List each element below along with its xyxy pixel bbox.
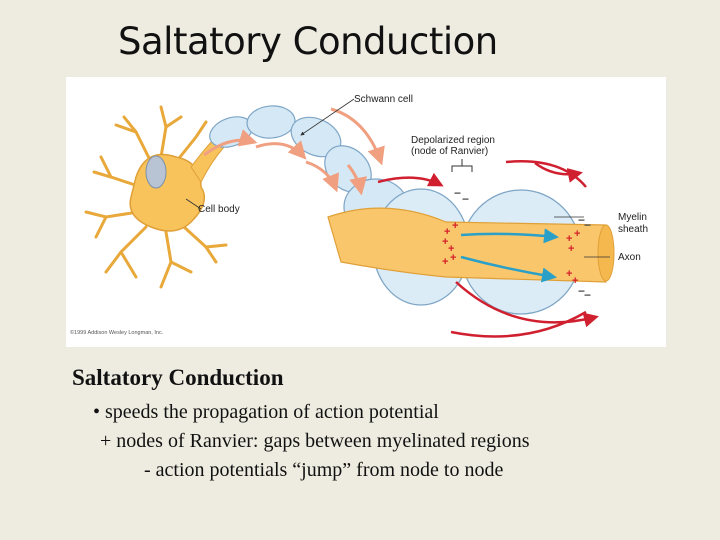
depolarized-bracket xyxy=(451,165,473,172)
svg-text:+: + xyxy=(566,268,572,280)
nucleus xyxy=(145,155,167,189)
axon-end xyxy=(597,224,615,282)
label-axon: Axon xyxy=(618,252,641,263)
point-2-text: nodes of Ranvier: gaps between myelinate… xyxy=(116,430,530,452)
sub-point-2: + nodes of Ranvier: gaps between myelina… xyxy=(100,430,530,453)
svg-text:+: + xyxy=(444,226,450,238)
svg-text:+: + xyxy=(452,220,458,232)
label-node-of-ranvier: (node of Ranvier) xyxy=(411,146,488,157)
point-3-text: action potentials “jump” from node to no… xyxy=(155,459,504,481)
saltatory-conduction-figure: + + + + + + + + + + + − − − − − − S xyxy=(66,77,666,347)
bullet-marker: • xyxy=(93,401,101,423)
svg-text:−: − xyxy=(462,192,469,206)
svg-text:+: + xyxy=(566,233,572,245)
node-charges-plus: + + + + + + + + + + + xyxy=(442,220,580,287)
svg-text:−: − xyxy=(584,218,591,232)
svg-text:−: − xyxy=(578,213,585,227)
svg-text:+: + xyxy=(574,228,580,240)
dendrites xyxy=(84,105,228,289)
svg-text:+: + xyxy=(442,256,448,268)
plus-marker: + xyxy=(100,430,112,452)
node-charges-minus: − − − − − − xyxy=(454,186,591,302)
svg-text:+: + xyxy=(448,243,454,255)
svg-text:−: − xyxy=(584,288,591,302)
svg-text:+: + xyxy=(572,275,578,287)
svg-text:−: − xyxy=(578,284,585,298)
svg-text:−: − xyxy=(454,186,461,200)
chain-current-arrows xyxy=(203,107,385,196)
label-sheath: sheath xyxy=(618,224,648,235)
outer-current-arrows xyxy=(377,160,599,338)
svg-text:+: + xyxy=(568,243,574,255)
label-depolarized-region: Depolarized region xyxy=(411,135,495,146)
svg-text:+: + xyxy=(450,252,456,264)
sub-point-3: - action potentials “jump” from node to … xyxy=(144,459,503,482)
body-heading: Saltatory Conduction xyxy=(72,365,284,390)
label-schwann-cell: Schwann cell xyxy=(354,94,413,105)
point-1-text: speeds the propagation of action potenti… xyxy=(105,401,439,423)
bullet-point-1: • speeds the propagation of action poten… xyxy=(93,401,439,424)
label-cell-body: Cell body xyxy=(198,204,240,215)
copyright-notice: ©1999 Addison Wesley Longman, Inc. xyxy=(70,329,164,336)
local-current-arrows xyxy=(460,228,559,283)
label-myelin: Myelin xyxy=(618,212,647,223)
dash-marker: - xyxy=(144,459,151,481)
slide-title: Saltatory Conduction xyxy=(118,20,498,63)
svg-text:+: + xyxy=(442,236,448,248)
